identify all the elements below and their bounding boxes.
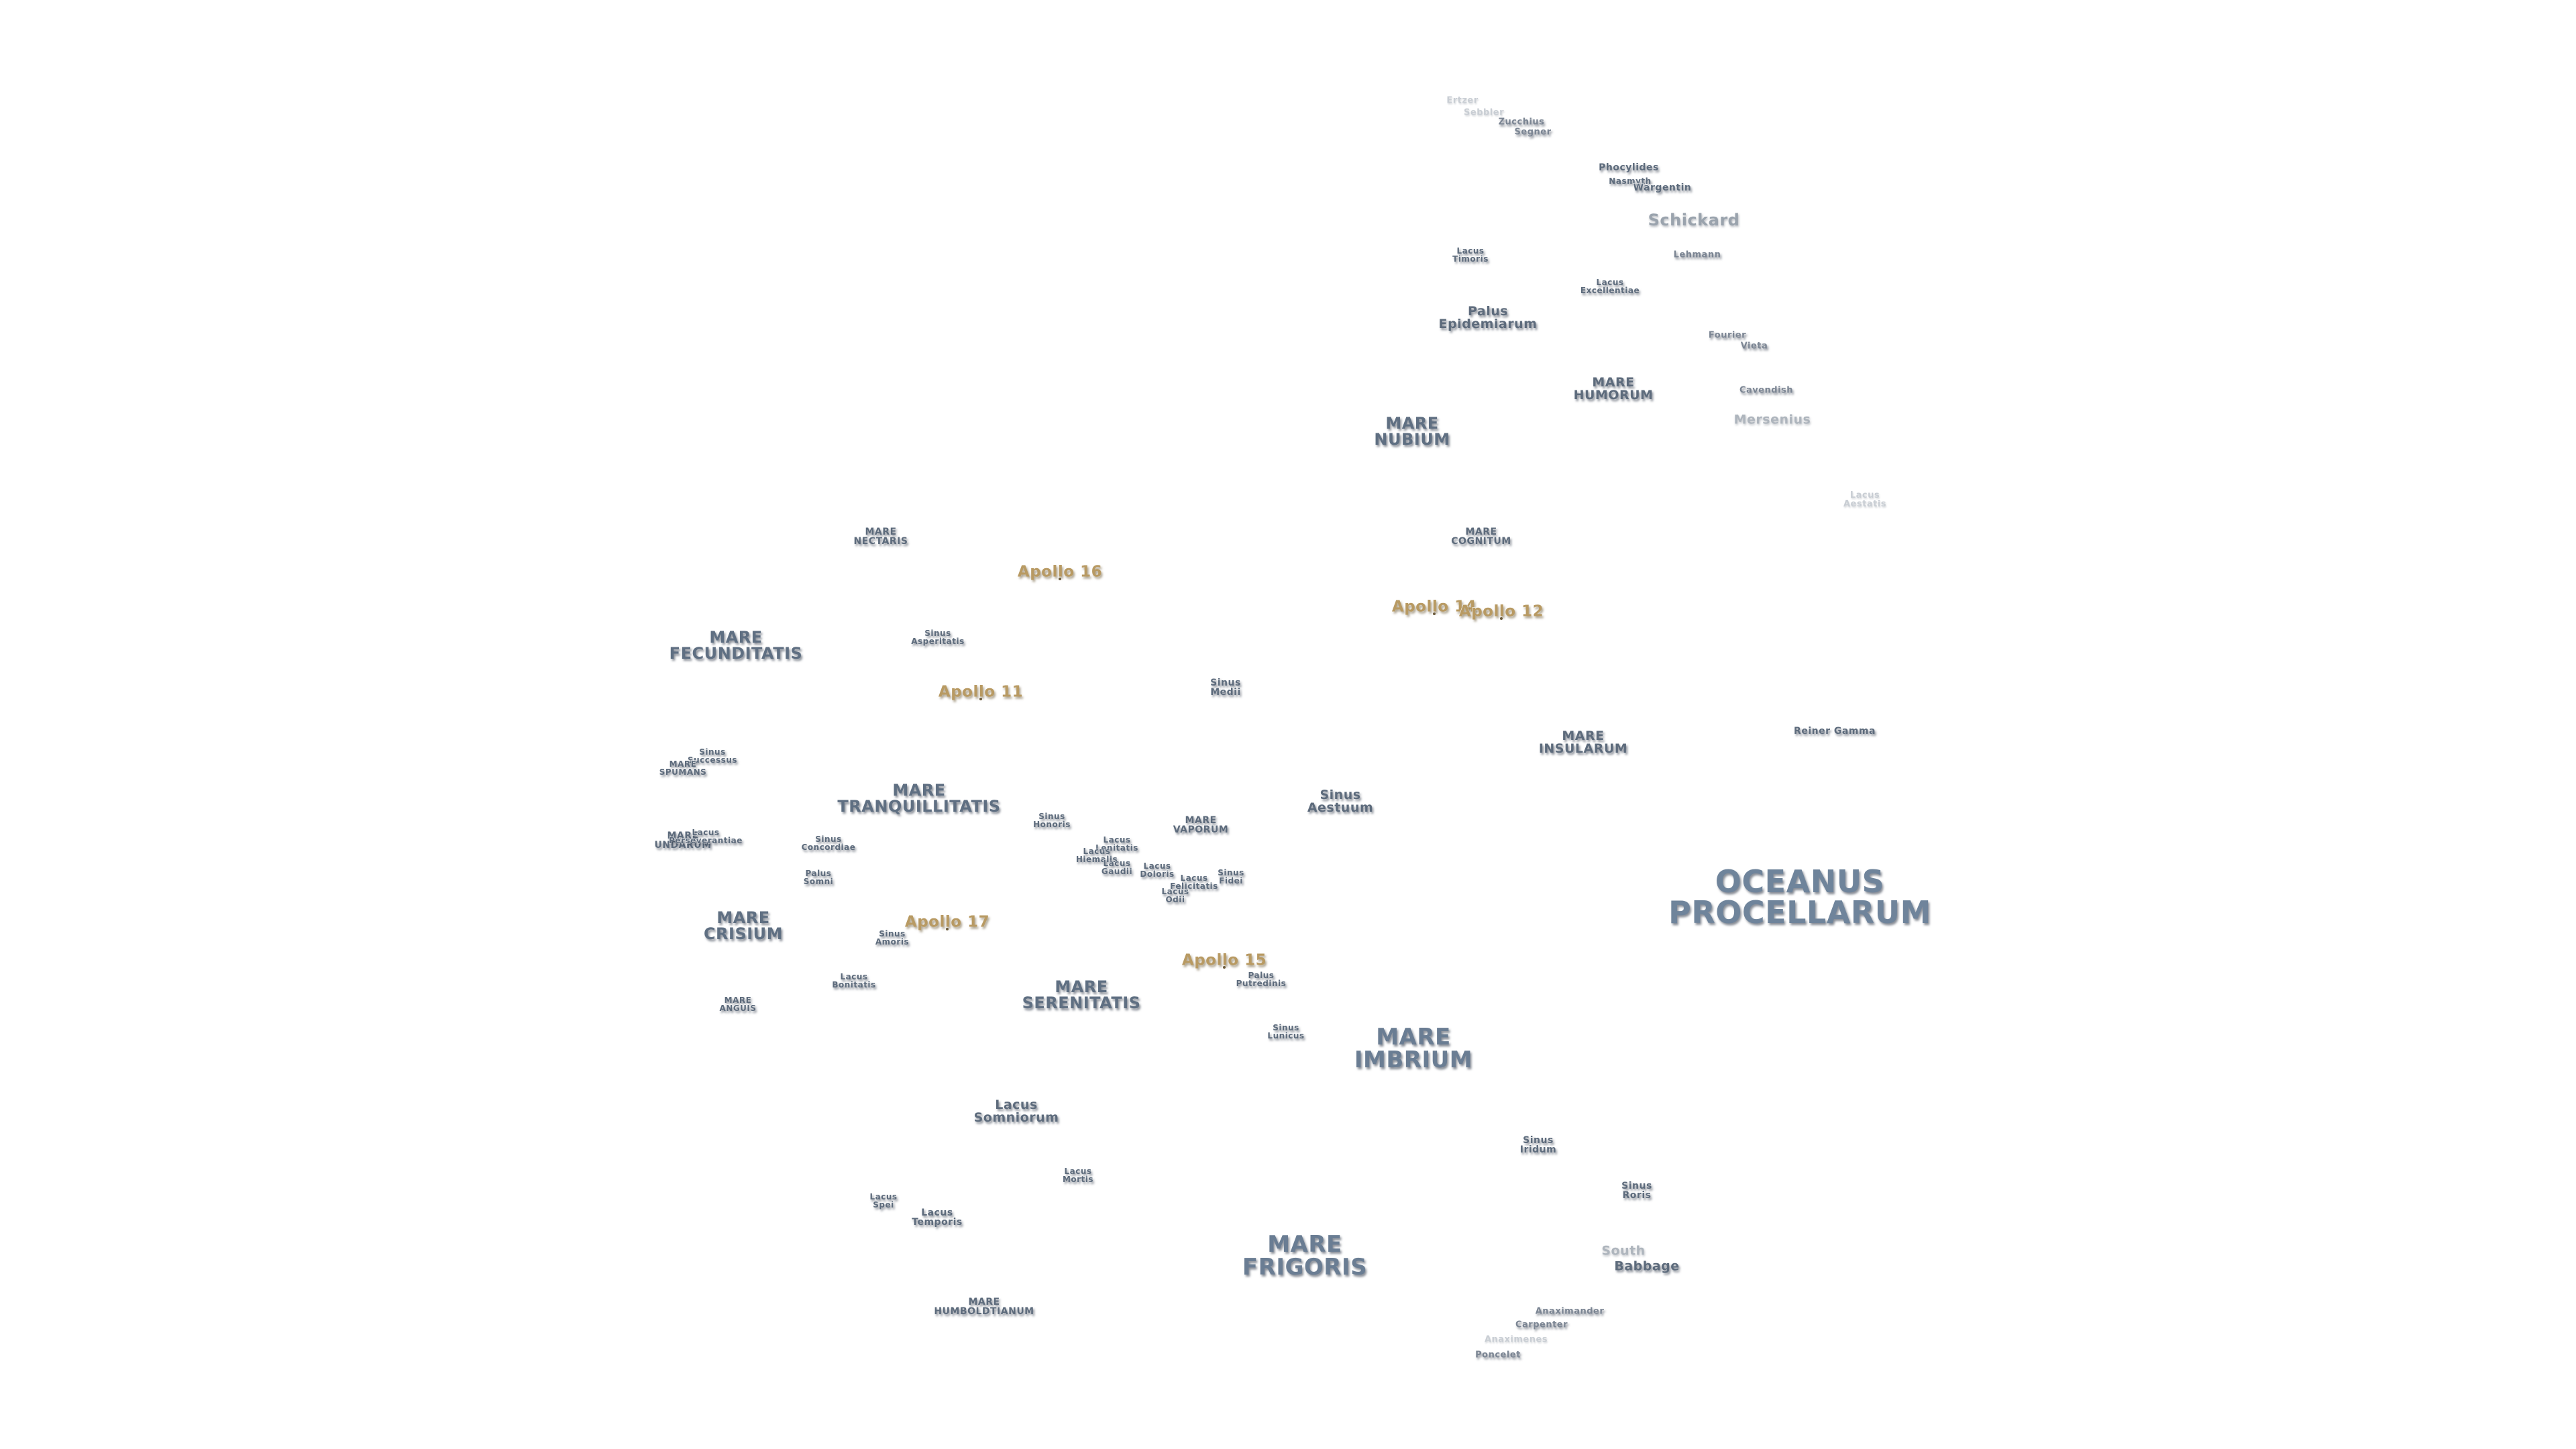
feature-label-sinus-successus: Sinus Successus bbox=[687, 747, 738, 765]
feature-label-mare-fecunditatis: MARE FECUNDITATIS bbox=[669, 628, 803, 663]
feature-label-anaximenes: Anaximenes bbox=[1484, 1334, 1548, 1345]
feature-label-lacus-aestatis: Lacus Aestatis bbox=[1843, 490, 1887, 509]
feature-label-lacus-mortis: Lacus Mortis bbox=[1062, 1167, 1094, 1184]
feature-label-palus-epidemiarum: Palus Epidemiarum bbox=[1438, 304, 1538, 331]
feature-label-schickard: Schickard bbox=[1648, 211, 1740, 229]
feature-label-mare-nubium: MARE NUBIUM bbox=[1374, 414, 1450, 449]
feature-label-mare-imbrium: MARE IMBRIUM bbox=[1354, 1024, 1473, 1073]
apollo-landing-marker bbox=[1223, 966, 1226, 969]
feature-label-mare-nectaris: MARE NECTARIS bbox=[853, 527, 908, 547]
feature-label-lehmann: Lehmann bbox=[1673, 250, 1721, 260]
apollo-landing-marker bbox=[979, 698, 982, 700]
feature-label-sinus-fidei: Sinus Fidei bbox=[1218, 868, 1244, 885]
feature-label-lacus-somniorum: Lacus Somniorum bbox=[973, 1097, 1059, 1125]
feature-label-lacus-lenitatis: Lacus Lenitatis bbox=[1095, 835, 1138, 853]
feature-label-lacus-excellentiae: Lacus Excellentiae bbox=[1580, 278, 1640, 295]
feature-label-ertzer: Ertzer bbox=[1446, 95, 1479, 106]
apollo-site-apollo-15: Apollo 15 bbox=[1181, 951, 1267, 969]
feature-label-sinus-medii: Sinus Medii bbox=[1210, 678, 1241, 698]
feature-label-reiner-gamma: Reiner Gamma bbox=[1793, 726, 1876, 737]
feature-label-lacus-bonitatis: Lacus Bonitatis bbox=[832, 972, 876, 989]
apollo-site-apollo-16: Apollo 16 bbox=[1017, 563, 1103, 581]
feature-label-lacus-hiemalis: Lacus Hiemalis bbox=[1075, 847, 1118, 864]
apollo-site-apollo-17: Apollo 17 bbox=[904, 913, 990, 931]
feature-label-sebbler: Sebbler bbox=[1463, 107, 1504, 118]
feature-label-mare-vaporum: MARE VAPORUM bbox=[1173, 815, 1229, 835]
feature-label-wargentin: Wargentin bbox=[1633, 182, 1692, 193]
apollo-landing-marker bbox=[946, 928, 949, 930]
feature-label-oceanus-procellarum: OCEANUS PROCELLARUM bbox=[1668, 863, 1931, 930]
feature-label-mare-anguis: MARE ANGUIS bbox=[719, 996, 757, 1013]
feature-label-mare-humboldtianum: MARE HUMBOLDTIANUM bbox=[934, 1297, 1034, 1317]
feature-label-lacus-felicitatis: Lacus Felicitatis bbox=[1170, 873, 1218, 891]
feature-label-poncelet: Poncelet bbox=[1475, 1350, 1521, 1360]
apollo-landing-marker bbox=[1433, 612, 1436, 615]
feature-label-mare-undarum: MARE UNDARUM bbox=[654, 830, 712, 851]
apollo-site-apollo-12: Apollo 12 bbox=[1458, 602, 1544, 621]
apollo-site-apollo-14: Apollo 14 bbox=[1391, 598, 1477, 616]
feature-label-babbage: Babbage bbox=[1614, 1258, 1680, 1274]
feature-label-sinus-concordiae: Sinus Concordiae bbox=[801, 835, 856, 852]
feature-label-phocylides: Phocylides bbox=[1599, 162, 1659, 173]
feature-label-palus-somni: Palus Somni bbox=[803, 869, 834, 886]
feature-label-fourier: Fourier bbox=[1708, 330, 1747, 341]
apollo-site-apollo-11: Apollo 11 bbox=[938, 683, 1024, 701]
apollo-landing-marker bbox=[1500, 617, 1503, 620]
feature-label-palus-putredinis: Palus Putredinis bbox=[1236, 971, 1287, 988]
feature-label-nasmyth: Nasmyth bbox=[1609, 176, 1652, 186]
feature-label-mare-cognitum: MARE COGNITUM bbox=[1451, 527, 1511, 547]
feature-label-lacus-temporis: Lacus Temporis bbox=[912, 1208, 963, 1228]
feature-label-mersenius: Mersenius bbox=[1733, 412, 1811, 427]
feature-label-sinus-lunicus: Sinus Lunicus bbox=[1267, 1023, 1305, 1040]
feature-label-sinus-asperitatis: Sinus Asperitatis bbox=[911, 629, 965, 646]
feature-label-mare-serenitatis: MARE SERENITATIS bbox=[1022, 977, 1141, 1012]
feature-label-mare-insularum: MARE INSULARUM bbox=[1538, 729, 1628, 756]
feature-label-segner: Segner bbox=[1514, 127, 1552, 138]
feature-label-mare-crisium: MARE CRISIUM bbox=[703, 908, 784, 943]
feature-label-south: South bbox=[1601, 1243, 1646, 1258]
feature-label-mare-spumans: MARE SPUMANS bbox=[659, 759, 707, 777]
feature-label-lacus-doloris: Lacus Doloris bbox=[1140, 861, 1175, 879]
feature-label-lacus-timoris: Lacus Timoris bbox=[1452, 246, 1489, 264]
feature-label-mare-humorum: MARE HUMORUM bbox=[1573, 375, 1654, 402]
feature-label-sinus-amoris: Sinus Amoris bbox=[875, 929, 910, 947]
feature-label-lacus-odii: Lacus Odii bbox=[1161, 887, 1189, 904]
feature-label-vieta: Vieta bbox=[1740, 341, 1768, 352]
feature-label-carpenter: Carpenter bbox=[1515, 1320, 1568, 1330]
feature-label-mare-tranquillitatis: MARE TRANQUILLITATIS bbox=[837, 781, 1001, 816]
feature-label-sinus-honoris: Sinus Honoris bbox=[1033, 812, 1071, 829]
apollo-landing-marker bbox=[1059, 578, 1061, 580]
feature-label-cavendish: Cavendish bbox=[1739, 385, 1794, 396]
feature-label-sinus-iridum: Sinus Iridum bbox=[1519, 1135, 1557, 1155]
feature-label-anaximander: Anaximander bbox=[1535, 1306, 1605, 1317]
feature-label-lacus-gaudii: Lacus Gaudii bbox=[1101, 859, 1133, 876]
feature-label-sinus-aestuum: Sinus Aestuum bbox=[1307, 788, 1374, 815]
feature-label-mare-frigoris: MARE FRIGORIS bbox=[1242, 1231, 1368, 1281]
feature-label-zucchius: Zucchius bbox=[1498, 117, 1545, 127]
feature-label-lacus-perseverantiae: Lacus Perseverantiae bbox=[669, 828, 743, 845]
feature-label-sinus-roris: Sinus Roris bbox=[1621, 1181, 1652, 1201]
feature-label-lacus-spei: Lacus Spei bbox=[869, 1192, 898, 1210]
